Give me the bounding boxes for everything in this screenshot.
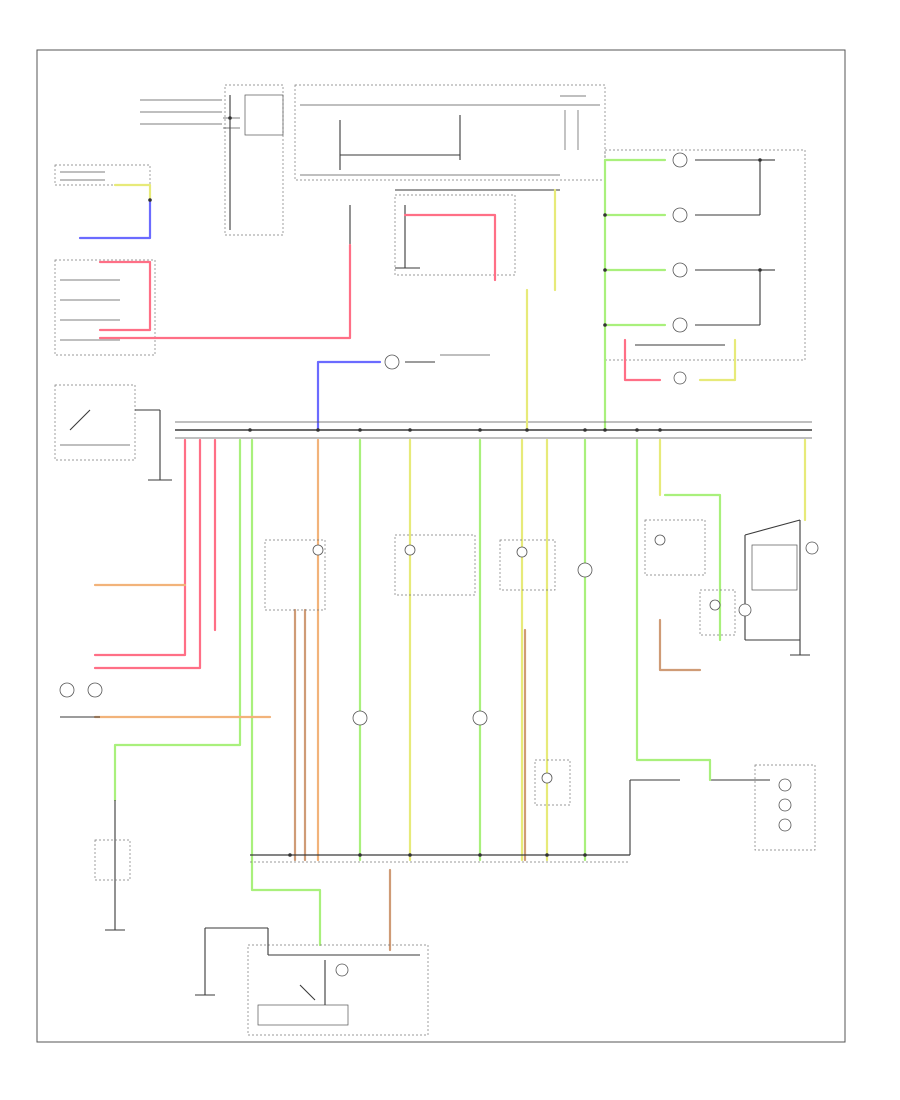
combination-meter: [644, 519, 819, 656]
splice-points: [148, 116, 762, 857]
illumination-bulbs-right-top: [604, 149, 806, 361]
diagram-frame: [36, 49, 846, 1043]
instrument-cluster-bulbs: [264, 534, 593, 806]
dimmer-switch: [54, 384, 172, 481]
illumination-control-switch: [195, 927, 429, 1036]
lighting-control-relay: [294, 84, 606, 181]
instrument-panel-bulbs: [629, 764, 816, 855]
fuse-relay-box: [140, 84, 284, 236]
headlight-switch: [54, 164, 156, 356]
headlight-relay: [349, 189, 560, 276]
